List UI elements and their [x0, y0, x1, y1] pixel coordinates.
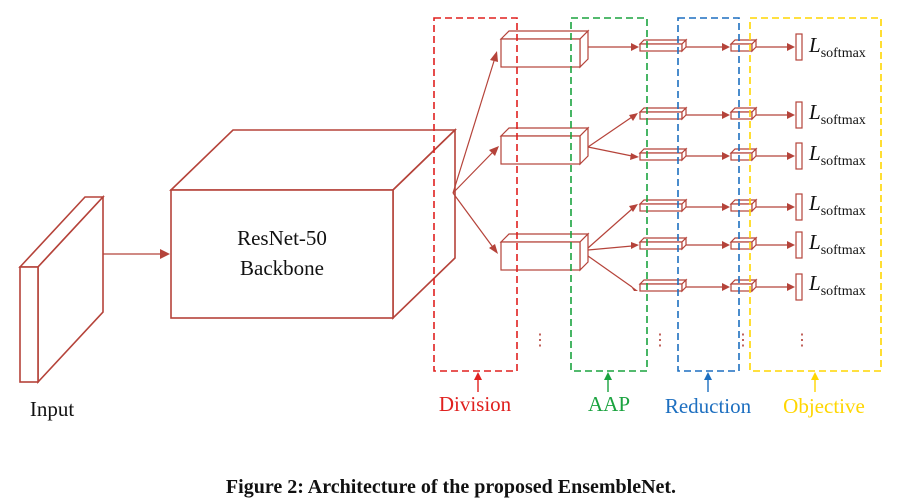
- aap-stage-label: AAP: [588, 392, 630, 416]
- aap-stage-box: [570, 17, 648, 372]
- reduced-feature-4: [729, 198, 758, 213]
- reduced-feature-3: [729, 147, 758, 162]
- part-block-1: [499, 29, 590, 69]
- reduction-stage-box: [677, 17, 740, 372]
- softmax-slab-2: [795, 101, 803, 129]
- aap-feature-5: [638, 236, 688, 251]
- reduced-feature-5: [729, 236, 758, 251]
- reduced-feature-1: [729, 38, 758, 53]
- reduced-feature-bars: [729, 38, 758, 293]
- reduction-stage-label: Reduction: [665, 394, 752, 418]
- loss-label-2: Lsoftmax: [808, 100, 866, 128]
- loss-label-6: Lsoftmax: [808, 271, 866, 299]
- softmax-slab-4: [795, 193, 803, 221]
- input-label: Input: [30, 397, 74, 421]
- division-stage-label: Division: [439, 392, 512, 416]
- ellipsis-objective: ⋮: [794, 332, 810, 349]
- reduced-feature-2: [729, 106, 758, 121]
- reduced-feature-6: [729, 278, 758, 293]
- part-block-3: [499, 232, 590, 272]
- loss-label-1: Lsoftmax: [808, 33, 866, 61]
- loss-label-5: Lsoftmax: [808, 230, 866, 258]
- aap-feature-bars: [638, 38, 688, 293]
- aap-feature-6: [638, 278, 688, 293]
- backbone-label-line1: ResNet-50: [237, 226, 327, 250]
- objective-stage-label: Objective: [783, 394, 865, 418]
- figure-caption: Figure 2: Architecture of the proposed E…: [226, 476, 676, 498]
- softmax-slab-5: [795, 231, 803, 259]
- backbone-label-line2: Backbone: [240, 256, 324, 280]
- aap-feature-3: [638, 147, 688, 162]
- ellipsis-reduction: ⋮: [735, 332, 751, 349]
- loss-label-4: Lsoftmax: [808, 191, 866, 219]
- stage-label-arrows: [474, 372, 819, 392]
- softmax-slab-3: [795, 142, 803, 170]
- division-stage-box: [433, 17, 518, 372]
- objective-edges: [756, 43, 795, 291]
- reduction-edges: [686, 43, 730, 291]
- resnet50-backbone-block: [169, 128, 457, 320]
- softmax-slab-6: [795, 273, 803, 301]
- ellipsis-aap: ⋮: [652, 332, 668, 349]
- aap-edges: [587, 43, 639, 291]
- loss-labels: Lsoftmax Lsoftmax Lsoftmax Lsoftmax Lsof…: [808, 33, 866, 299]
- aap-feature-4: [638, 198, 688, 213]
- ellipsis-markers: ⋮ ⋮ ⋮ ⋮: [532, 332, 810, 349]
- division-edges: [452, 51, 499, 254]
- softmax-slabs: [795, 33, 803, 301]
- softmax-slab-1: [795, 33, 803, 61]
- part-block-2: [499, 126, 590, 166]
- aap-feature-2: [638, 106, 688, 121]
- input-block: [18, 194, 105, 385]
- loss-label-3: Lsoftmax: [808, 141, 866, 169]
- ellipsis-division: ⋮: [532, 332, 548, 349]
